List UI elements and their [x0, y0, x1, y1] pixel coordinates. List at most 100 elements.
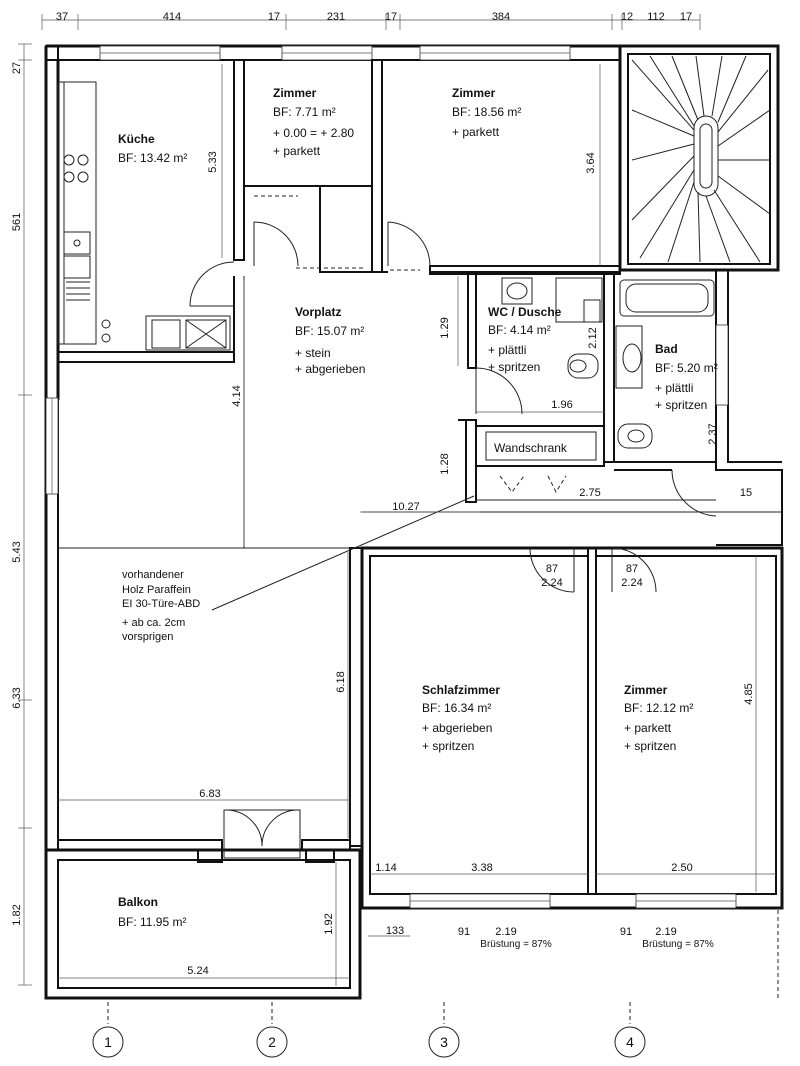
- doors: [189, 195, 717, 859]
- dim-2-75: 2.75: [579, 487, 600, 499]
- dim-3-64: 3.64: [585, 152, 597, 173]
- dim-2-24-b: 2.24: [621, 577, 642, 589]
- dim-5-33: 5.33: [207, 151, 219, 172]
- dim-4-85: 4.85: [743, 683, 755, 704]
- axis-marker-1: [92, 1026, 124, 1058]
- top-dim-9: 17: [680, 11, 692, 23]
- left-dim-3: 5.43: [11, 541, 23, 562]
- dim-15: 15: [740, 487, 752, 499]
- room-zimmer-3-wall: + spritzen: [624, 739, 676, 753]
- dim-133: 133: [386, 925, 404, 937]
- dim-87-a: 87: [546, 563, 558, 575]
- room-balkon-name: Balkon: [118, 895, 158, 909]
- axis-markers: 1 2 3 4: [92, 1002, 646, 1058]
- staircase: [631, 55, 771, 263]
- interior-dimensions: 5.33 3.64 1.29 2.12 1.96 4.14 1.28 10.27…: [58, 64, 776, 986]
- room-bad-floor: + plättli: [655, 381, 693, 395]
- interior-walls: [57, 59, 782, 895]
- bruestung-1: Brüstung = 87%: [480, 939, 552, 950]
- dim-1-92: 1.92: [323, 913, 335, 934]
- dim-10-27: 10.27: [392, 501, 420, 513]
- room-wc-wall: + spritzen: [488, 360, 540, 374]
- top-dimension-chain: 37 414 17 231 17 384 12 112 17: [41, 11, 701, 30]
- room-bad: Bad BF: 5.20 m² + plättli + spritzen: [655, 342, 718, 412]
- axis-label-2: 2: [268, 1034, 276, 1050]
- room-wc-dusche: WC / Dusche BF: 4.14 m² + plättli + spri…: [488, 305, 562, 374]
- top-windows: [45, 45, 737, 909]
- room-zimmer-2-area: BF: 18.56 m²: [452, 105, 521, 119]
- dim-91-b: 91: [620, 926, 632, 938]
- room-balkon: Balkon BF: 11.95 m²: [118, 895, 186, 929]
- top-dim-6: 384: [492, 11, 510, 23]
- room-schlafzimmer-area: BF: 16.34 m²: [422, 701, 491, 715]
- kitchen-fixtures: [57, 81, 231, 351]
- room-wc-name: WC / Dusche: [488, 305, 562, 319]
- room-wc-floor: + plättli: [488, 343, 526, 357]
- bruestung-2: Brüstung = 87%: [642, 939, 714, 950]
- room-zimmer-3: Zimmer BF: 12.12 m² + parkett + spritzen: [624, 683, 693, 753]
- dim-2-12: 2.12: [587, 327, 599, 348]
- top-dim-7: 12: [621, 11, 633, 23]
- room-zimmer-3-floor: + parkett: [624, 721, 672, 735]
- dim-2-24-a: 2.24: [541, 577, 562, 589]
- sanitary-fixtures: [501, 277, 715, 449]
- room-zimmer-1: Zimmer BF: 7.71 m² + 0.00 = + 2.80 + par…: [273, 86, 354, 158]
- room-vorplatz-floor: + stein: [295, 346, 331, 360]
- top-dim-4: 231: [327, 11, 345, 23]
- dim-2-50: 2.50: [671, 862, 692, 874]
- dim-91-a: 91: [458, 926, 470, 938]
- room-kueche-name: Küche: [118, 132, 155, 146]
- dim-87-b: 87: [626, 563, 638, 575]
- dim-4-14: 4.14: [231, 385, 243, 406]
- top-dim-3: 17: [268, 11, 280, 23]
- dim-1-96: 1.96: [551, 399, 572, 411]
- dim-5-24: 5.24: [187, 965, 208, 977]
- room-zimmer-1-level: + 0.00 = + 2.80: [273, 126, 354, 140]
- room-vorplatz-area: BF: 15.07 m²: [295, 324, 364, 338]
- room-bad-area: BF: 5.20 m²: [655, 361, 718, 375]
- room-balkon-area: BF: 11.95 m²: [118, 915, 186, 929]
- room-zimmer-1-floor: + parkett: [273, 144, 321, 158]
- axis-label-3: 3: [440, 1034, 448, 1050]
- left-dimension-chain: 27 561 5.43 6.33 1.82: [11, 43, 32, 986]
- room-vorplatz: Vorplatz BF: 15.07 m² + stein + abgerieb…: [295, 305, 365, 376]
- top-dim-5: 17: [385, 11, 397, 23]
- dim-2-19-b: 2.19: [655, 926, 676, 938]
- top-dim-1: 37: [56, 11, 68, 23]
- axis-marker-3: [428, 1026, 460, 1058]
- room-zimmer-2-name: Zimmer: [452, 86, 496, 100]
- room-wandschrank-name: Wandschrank: [494, 441, 568, 455]
- dim-6-83: 6.83: [199, 788, 220, 800]
- room-zimmer-2: Zimmer BF: 18.56 m² + parkett: [452, 86, 521, 139]
- room-zimmer-1-name: Zimmer: [273, 86, 317, 100]
- room-zimmer-1-area: BF: 7.71 m²: [273, 105, 336, 119]
- room-wc-area: BF: 4.14 m²: [488, 323, 551, 337]
- left-dim-4: 6.33: [11, 687, 23, 708]
- room-vorplatz-wall: + abgerieben: [295, 362, 365, 376]
- room-schlafzimmer-wall: + abgerieben: [422, 721, 492, 735]
- left-dim-2: 561: [11, 213, 23, 231]
- room-kueche: Küche BF: 13.42 m²: [118, 132, 187, 165]
- axis-label-4: 4: [626, 1034, 634, 1050]
- axis-marker-2: [256, 1026, 288, 1058]
- room-zimmer-3-name: Zimmer: [624, 683, 668, 697]
- axis-label-1: 1: [104, 1034, 112, 1050]
- note-line-3: EI 30-Türe-ABD: [122, 598, 200, 610]
- door-note: vorhandener Holz Paraffein EI 30-Türe-AB…: [122, 495, 475, 643]
- axis-marker-4: [614, 1026, 646, 1058]
- room-bad-name: Bad: [655, 342, 678, 356]
- top-dim-2: 414: [163, 11, 181, 23]
- room-vorplatz-name: Vorplatz: [295, 305, 341, 319]
- note-line-1: vorhandener: [122, 569, 184, 581]
- dim-1-14: 1.14: [375, 862, 396, 874]
- dim-3-38: 3.38: [471, 862, 492, 874]
- dim-1-29: 1.29: [439, 317, 451, 338]
- dim-2-19-a: 2.19: [495, 926, 516, 938]
- top-dim-8: 112: [647, 11, 665, 23]
- note-line-4: + ab ca. 2cm: [122, 617, 185, 629]
- left-dim-5: 1.82: [11, 904, 23, 925]
- room-schlafzimmer-ceiling: + spritzen: [422, 739, 474, 753]
- room-schlafzimmer-name: Schlafzimmer: [422, 683, 500, 697]
- room-kueche-area: BF: 13.42 m²: [118, 151, 187, 165]
